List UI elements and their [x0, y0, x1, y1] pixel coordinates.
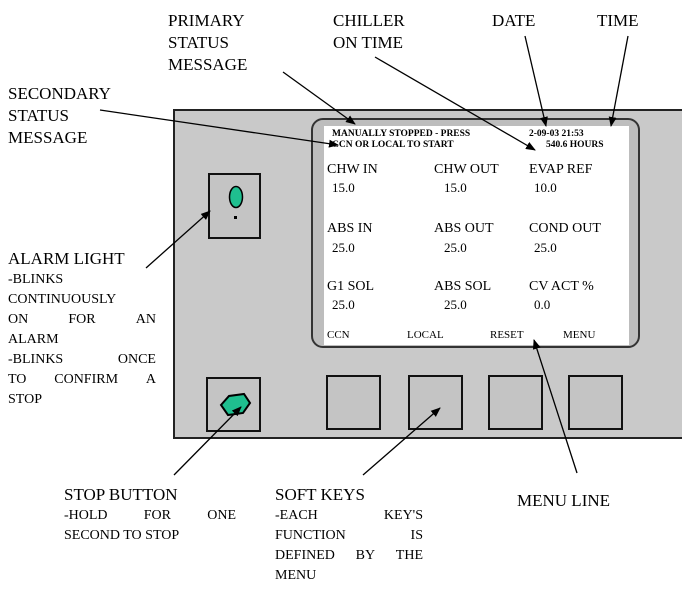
time-label: TIME: [597, 11, 639, 30]
reading-value: 25.0: [332, 240, 355, 255]
description-word: BY: [355, 548, 376, 563]
description-word: FOR: [143, 508, 171, 523]
reading-value: 15.0: [444, 180, 467, 195]
description-word: FOR: [68, 312, 96, 327]
description-line: -HOLD FOR ONE: [64, 506, 236, 526]
stop-button-title: STOP BUTTON: [64, 485, 178, 504]
alarm-light-title: ALARM LIGHT: [8, 249, 125, 268]
description-line: STOP: [8, 390, 156, 410]
description-word: THE: [395, 548, 423, 563]
description-line: MENU: [275, 566, 423, 586]
soft-key-1[interactable]: [326, 375, 381, 430]
description-word: A: [145, 372, 156, 387]
stop-button-description: -HOLD FOR ONE SECOND TO STOP: [64, 506, 236, 546]
soft-keys-title: SOFT KEYS: [275, 485, 365, 504]
lcd-display: MANUALLY STOPPED - PRESS CCN OR LOCAL TO…: [324, 126, 629, 345]
reading-value: 10.0: [534, 180, 557, 195]
chiller-hours-readout: 540.6 HOURS: [546, 140, 604, 150]
date-label: DATE: [492, 11, 536, 30]
menu-item-reset: RESET: [490, 329, 524, 341]
reading-value: 25.0: [332, 297, 355, 312]
description-line: -BLINKS ONCE: [8, 350, 156, 370]
description-word: -HOLD: [64, 508, 108, 523]
description-word: ALARM: [8, 332, 59, 347]
reading-label: COND OUT: [529, 221, 601, 236]
reading-label: ABS OUT: [434, 221, 494, 236]
description-word: TO: [8, 372, 27, 387]
stop-button[interactable]: [206, 377, 261, 432]
description-word: IS: [410, 528, 423, 543]
secondary-status-message: CCN OR LOCAL TO START: [332, 140, 454, 150]
menu-item-menu: MENU: [563, 329, 596, 341]
description-word: CONTINUOUSLY: [8, 292, 117, 307]
description-line: -BLINKS: [8, 270, 156, 290]
description-word: -EACH: [275, 508, 318, 523]
hexagon-stop-icon: [219, 392, 252, 417]
description-word: MENU: [275, 568, 317, 583]
description-line: SECOND TO STOP: [64, 526, 236, 546]
soft-keys-callout: SOFT KEYS -EACH KEY'S FUNCTION IS DEFINED BY T…: [275, 484, 423, 586]
secondary-status-label: SECONDARY STATUS MESSAGE: [8, 84, 111, 147]
reading-label: ABS IN: [327, 221, 373, 236]
stop-button-callout: STOP BUTTON -HOLD FOR ONE SECOND TO STOP: [64, 484, 236, 546]
description-word: ON: [8, 312, 29, 327]
reading-value: 0.0: [534, 297, 551, 312]
description-word: STOP: [8, 392, 42, 407]
description-line: FUNCTION IS: [275, 526, 423, 546]
reading-label: CV ACT %: [529, 279, 594, 294]
description-word: CONFIRM: [54, 372, 119, 387]
description-word: -BLINKS: [8, 272, 64, 287]
description-word: FUNCTION: [275, 528, 346, 543]
description-line: CONTINUOUSLY: [8, 290, 156, 310]
menu-line-label: MENU LINE: [517, 491, 611, 510]
oval-light-icon: [228, 185, 244, 219]
description-word: SECOND TO STOP: [64, 528, 180, 543]
description-word: -BLINKS: [8, 352, 64, 367]
menu-item-ccn: CCN: [327, 329, 350, 341]
description-word: AN: [135, 312, 156, 327]
reading-label: EVAP REF: [529, 162, 593, 177]
description-word: ONE: [207, 508, 236, 523]
alarm-light-housing: [208, 173, 261, 239]
date-time-readout: 2-09-03 21:53: [529, 129, 584, 139]
reading-value: 25.0: [534, 240, 557, 255]
description-line: DEFINED BY THE: [275, 546, 423, 566]
menu-item-local: LOCAL: [407, 329, 444, 341]
primary-status-message: MANUALLY STOPPED - PRESS: [332, 129, 471, 139]
soft-key-3[interactable]: [488, 375, 543, 430]
chiller-on-time-label: CHILLER ON TIME: [333, 11, 405, 52]
primary-status-label: PRIMARY STATUS MESSAGE: [168, 11, 248, 74]
soft-key-2[interactable]: [408, 375, 463, 430]
reading-label: ABS SOL: [434, 279, 492, 294]
soft-keys-description: -EACH KEY'S FUNCTION IS DEFINED BY THE MENU: [275, 506, 423, 586]
description-word: DEFINED: [275, 548, 335, 563]
soft-key-4[interactable]: [568, 375, 623, 430]
reading-value: 25.0: [444, 240, 467, 255]
description-word: ONCE: [117, 352, 156, 367]
description-line: ALARM: [8, 330, 156, 350]
description-line: -EACH KEY'S: [275, 506, 423, 526]
alarm-light-description: -BLINKS CONTINUOUSLY ON FOR AN ALARM -BLINKS ON…: [8, 270, 156, 410]
reading-label: CHW OUT: [434, 162, 499, 177]
description-line: TO CONFIRM A: [8, 370, 156, 390]
reading-label: CHW IN: [327, 162, 378, 177]
reading-label: G1 SOL: [327, 279, 375, 294]
description-word: KEY'S: [383, 508, 423, 523]
description-line: ON FOR AN: [8, 310, 156, 330]
alarm-light-callout: ALARM LIGHT -BLINKS CONTINUOUSLY ON FOR AN AL…: [8, 248, 156, 410]
reading-value: 15.0: [332, 180, 355, 195]
reading-value: 25.0: [444, 297, 467, 312]
